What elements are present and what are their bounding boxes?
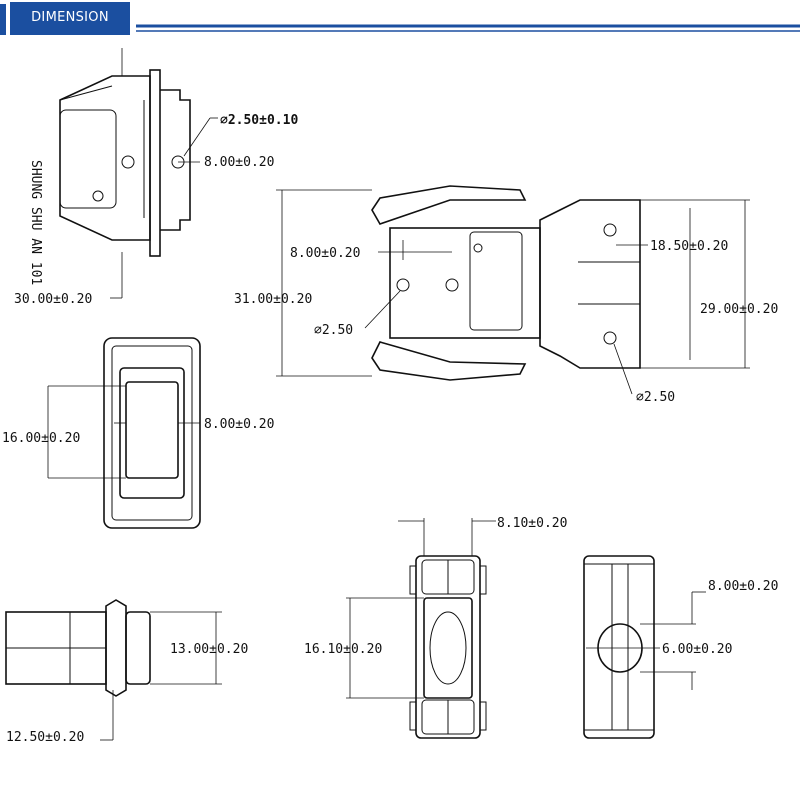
section-title: DIMENSION [31,10,109,25]
dim-height: 16.00±0.20 [2,431,80,446]
header-rules [0,4,800,35]
logo-text: SHUNG SHU AN 101 [28,160,43,285]
dim-hole-right: ⌀2.50 [636,390,675,405]
dim-height: 16.10±0.20 [304,642,382,657]
dim-hole-spacing: 8.00±0.20 [204,155,274,170]
dim-height-total: 31.00±0.20 [234,292,312,307]
dim-hole-left: ⌀2.50 [314,323,353,338]
dim-bottom-width: 30.00±0.20 [14,292,92,307]
dim-height-inner: 29.00±0.20 [700,302,778,317]
view-front-middle: 16.00±0.20 8.00±0.20 [2,337,274,529]
view-profile: 8.00±0.20 6.00±0.20 [583,555,778,739]
dim-slot: 6.00±0.20 [662,642,732,657]
view-end: 8.10±0.20 16.10±0.20 [304,516,567,739]
view-side-bottom-left: 13.00±0.20 12.50±0.20 [5,599,248,745]
dim-height: 13.00±0.20 [170,642,248,657]
dim-width: 12.50±0.20 [6,730,84,745]
dim-top-width: 8.00±0.20 [708,579,778,594]
view-side-top-left: SHUNG SHU AN 101 ⌀2.50±0.10 8.00±0.20 30… [14,48,298,307]
dim-width: 8.00±0.20 [204,417,274,432]
view-front-right: 8.00±0.20 31.00±0.20 ⌀2.50 18.50±0.20 29… [234,185,778,405]
section-header: DIMENSION [0,0,800,40]
section-tab: DIMENSION [10,2,130,35]
dim-top-width: 8.10±0.20 [497,516,567,531]
dim-hole-top: ⌀2.50±0.10 [220,113,298,128]
dim-spacing-top: 18.50±0.20 [650,239,728,254]
dim-spacing-left: 8.00±0.20 [290,246,360,261]
